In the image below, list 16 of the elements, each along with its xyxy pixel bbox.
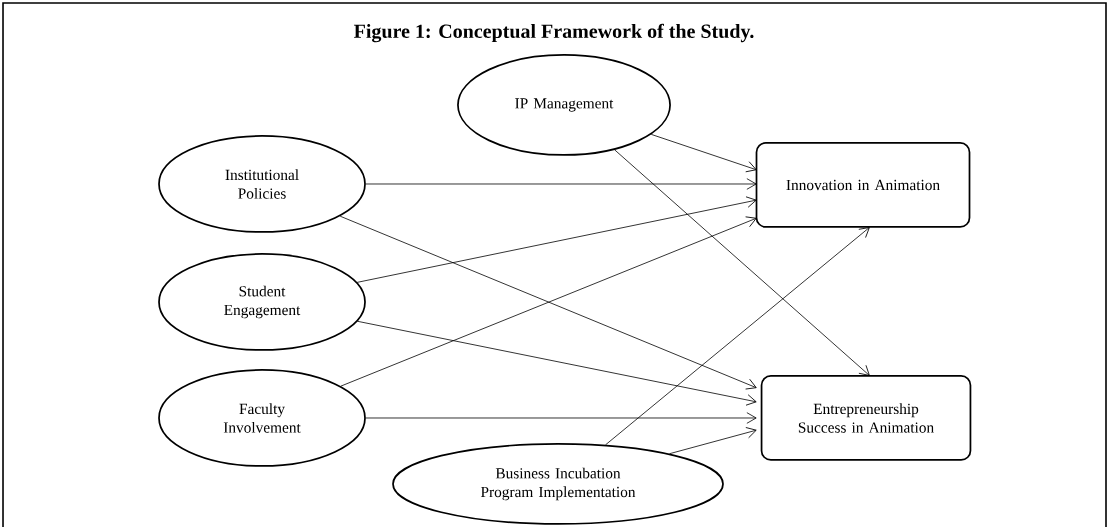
arrow (605, 227, 870, 446)
ellipse-node: Student Engagement (158, 253, 366, 351)
rounded-box: Innovation in Animation (755, 142, 971, 228)
arrow (357, 320, 757, 406)
arrow (614, 149, 870, 376)
ellipse-node: Institutional Policies (158, 135, 366, 233)
arrow (650, 134, 757, 173)
arrow (356, 196, 757, 283)
ellipse-node: Faculty Involvement (158, 369, 366, 467)
ellipse-node: IP Management (457, 54, 671, 156)
arrow (669, 427, 757, 455)
arrow (365, 412, 757, 424)
ellipse-node: Business Incubation Program Implementation (392, 443, 724, 525)
arrow (365, 178, 757, 190)
rounded-box: Entrepreneurship Success in Animation (760, 375, 972, 461)
title: Figure 1: Conceptual Framework of the Study. (354, 23, 754, 43)
